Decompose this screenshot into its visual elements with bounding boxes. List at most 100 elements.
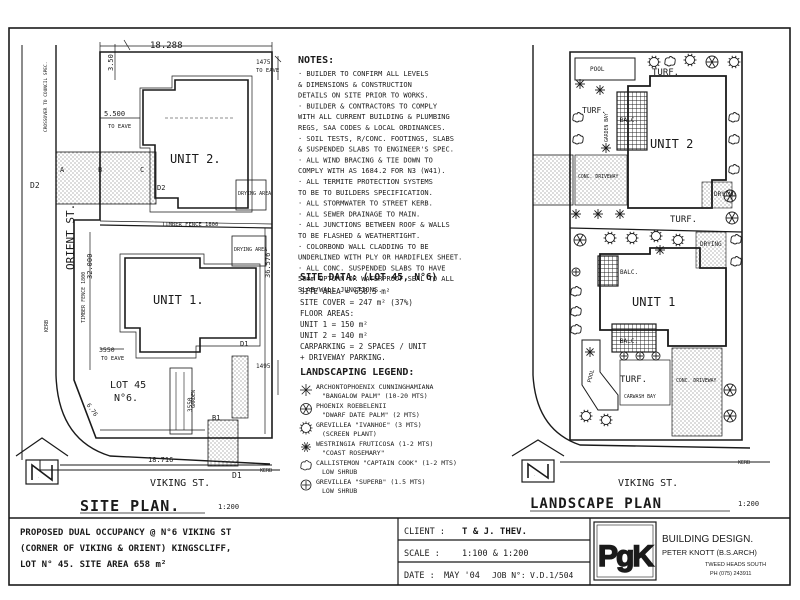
note-line: · COLORBOND WALL CLADDING TO BE: [298, 243, 429, 251]
site-label-to-eave-2: TO EAVE: [256, 68, 279, 74]
site-data-heading: SITE DATA: (LOT 45, N°6): [300, 272, 437, 283]
landscape-turf-label-3: TURF.: [620, 375, 647, 385]
landscape-drying-label-2: DRYING: [714, 191, 736, 198]
legend-item-detail: "BANGALOW PALM" (10-20 MTS): [322, 392, 428, 400]
plant-burst-icon: [655, 245, 665, 255]
landscape-plan: [532, 45, 770, 463]
note-line: · ALL JUNCTIONS BETWEEN ROOF & WALLS: [298, 221, 450, 229]
note-line: TO BE TO BUILDERS SPECIFICATION.: [298, 189, 433, 197]
site-drying-label-1: DRYING AREA: [234, 247, 267, 253]
legend-symbol-spiky-icon: [299, 421, 313, 435]
notes-panel: NOTES: · BUILDER TO CONFIRM ALL LEVELS& …: [298, 55, 462, 294]
legend-item-name: ARCHONTOPHOENIX CUNNINGHAMIANA: [316, 383, 433, 391]
plant-cross-icon: [635, 351, 645, 361]
site-unit-2-label: UNIT 2.: [170, 152, 221, 166]
plant-spiky-icon: [579, 409, 593, 423]
designer-name: PETER KNOTT (B.S.ARCH): [662, 548, 757, 557]
sheet-border: [8, 27, 791, 586]
site-dim-right-low: 1495: [256, 363, 271, 370]
plant-burst-icon: [585, 347, 595, 357]
site-garden-label: GARDEN: [191, 390, 197, 408]
note-line: TO BE FLASHED & WEATHERTIGHT.: [298, 232, 420, 240]
landscape-north-arrow: [511, 439, 565, 483]
scale-label: SCALE :: [404, 549, 440, 559]
legend-item: CALLISTEMON "CAPTAIN COOK" (1-2 MTS)LOW …: [300, 459, 457, 476]
landscape-north-label: N: [534, 475, 535, 477]
pgk-logo: PgK: [593, 521, 657, 581]
site-mark-d2: D2: [157, 184, 165, 192]
site-dim-right: 36.576: [264, 253, 272, 278]
site-plan-title: SITE PLAN.: [80, 497, 180, 515]
plant-burst-icon: [601, 143, 611, 153]
landscape-driveway-label-2: CONC. DRIVEWAY: [578, 174, 619, 180]
note-line: · ALL SEWER DRAINAGE TO MAIN.: [298, 210, 420, 218]
plant-star-icon: [723, 409, 737, 423]
landscape-driveway-2: [574, 154, 628, 206]
client-value: T & J. THEV.: [462, 527, 527, 537]
site-mark-d1: D1: [240, 340, 248, 348]
note-line: · ALL WIND BRACING & TIE DOWN TO: [298, 156, 433, 164]
site-dim-bottom: 18.716: [148, 456, 173, 464]
landscape-balc-label-1b: BALC.: [620, 338, 638, 345]
logo-text: PgK: [598, 540, 654, 573]
plant-cloud-icon: [728, 134, 740, 145]
legend-symbol-palm-icon: [300, 384, 312, 396]
landscape-balcony-2: [616, 91, 648, 151]
site-mark-d2-side: D2: [30, 181, 40, 190]
site-front-driveway: [207, 419, 239, 467]
note-line: SLAB/WALL JUNCTIONS.: [298, 286, 382, 294]
legend-item-detail: LOW SHRUB: [322, 487, 357, 495]
landscape-balc-label-2: BALC.: [620, 117, 638, 124]
plant-cloud-icon: [570, 306, 582, 317]
note-line: · ALL STORMWATER TO STREET KERB.: [298, 200, 433, 208]
site-label-to-eave-1: TO EAVE: [108, 124, 131, 130]
landscape-balc-label-1a: BALC.: [620, 269, 638, 276]
lot-boundary: [73, 51, 273, 439]
notes-heading: NOTES:: [298, 55, 334, 66]
note-line: & SUSPENDED SLABS TO ENGINEER'S SPEC.: [298, 146, 454, 154]
plant-burst-icon: [571, 209, 581, 219]
plant-cloud-icon: [728, 112, 740, 123]
date-value: MAY '04: [444, 571, 480, 581]
landscape-carwash-label: CARWASH BAY: [624, 394, 656, 400]
legend-symbol-cloud-icon: [300, 460, 312, 471]
site-label-to-eave-3: TO EAVE: [101, 356, 124, 362]
legend-item: PHOENIX ROEBELENII"DWARF DATE PALM" (2 M…: [300, 402, 420, 419]
plant-spiky-icon: [727, 55, 741, 69]
site-data-panel: SITE DATA: (LOT 45, N°6) SITE AREA = 658…: [300, 272, 437, 362]
landscape-unit-2-footprint: [627, 75, 727, 209]
legend-item-name: GREVILLEA "IVANHOE" (3 MTS): [316, 421, 422, 429]
plant-star-icon: [705, 55, 719, 69]
site-unit-1-label: UNIT 1.: [153, 293, 204, 307]
note-line: · ALL CONC. SUSPENDED SLABS TO HAVE: [298, 264, 446, 272]
landscape-street-boundary: [532, 45, 751, 449]
dividing-fence: [99, 224, 273, 229]
site-street-viking: VIKING ST.: [150, 478, 210, 489]
plant-burst-icon: [615, 209, 625, 219]
project-line-3: LOT N° 45. SITE AREA 658 m²: [20, 560, 166, 570]
plant-cloud-icon: [664, 56, 676, 67]
site-kerb-label-2: KERB: [260, 468, 272, 474]
site-data-line: CARPARKING = 2 SPACES / UNIT: [300, 342, 427, 351]
landscape-plan-title: LANDSCAPE PLAN: [530, 496, 662, 512]
plant-cloud-icon: [728, 164, 740, 175]
plant-cross-icon: [571, 267, 581, 277]
site-plan-scale: 1:200: [218, 503, 239, 511]
landscape-unit-1-label: UNIT 1: [632, 295, 675, 309]
site-data-line: UNIT 1 = 150 m²: [300, 320, 368, 329]
note-line: · SOIL TESTS, R/CONC. FOOTINGS, SLABS: [298, 135, 454, 143]
plant-cross-icon: [619, 351, 629, 361]
project-line-1: PROPOSED DUAL OCCUPANCY @ N°6 VIKING ST: [20, 528, 232, 538]
landscape-balcony-1a: [597, 255, 619, 287]
note-line: COMPLY WITH AS 1684.2 FOR N3 (W41).: [298, 167, 446, 175]
unit-2-footprint: [142, 79, 249, 209]
note-line: UNDERLINED WITH PLY OR HARDIFLEX SHEET.: [298, 254, 462, 262]
site-data-line: UNIT 2 = 140 m²: [300, 331, 368, 340]
note-line: 50mm UPTURN OR WATERPROOF SEAL TO ALL: [298, 275, 454, 283]
date-label: DATE :: [404, 571, 435, 581]
plant-cross-icon: [651, 351, 661, 361]
site-driveway-crossover: [55, 151, 157, 205]
plant-cloud-icon: [570, 324, 582, 335]
landscape-balcony-1b: [611, 323, 657, 353]
landscape-kerb-label: KERB: [738, 460, 750, 466]
